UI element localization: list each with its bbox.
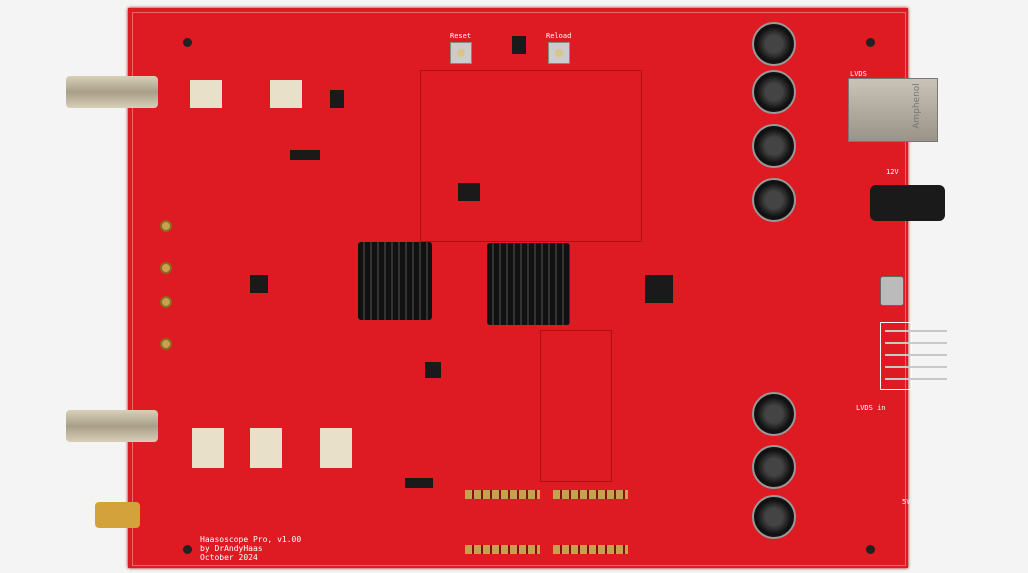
ic-chip	[425, 362, 441, 378]
mount-hole	[866, 545, 875, 554]
ic-chip	[290, 150, 320, 160]
ic-chip	[405, 478, 433, 488]
trace-region	[420, 70, 642, 242]
reset-button[interactable]	[450, 42, 472, 64]
adc-heatsink	[358, 242, 432, 320]
dc-power-jack[interactable]	[870, 185, 945, 221]
lvds-in-label: LVDS in	[856, 404, 886, 412]
amphenol-logo: Amphenol	[911, 83, 922, 129]
sma-connector[interactable]	[95, 502, 140, 528]
trace-region	[540, 330, 612, 482]
reload-button[interactable]	[548, 42, 570, 64]
bnc-connector-ch1[interactable]	[66, 76, 158, 108]
pad	[160, 338, 172, 350]
ic-chip	[330, 90, 344, 108]
inductor	[752, 22, 796, 66]
12v-label: 12V	[886, 168, 899, 176]
board-date: October 2024	[200, 553, 258, 562]
reload-label: Reload	[546, 32, 572, 40]
usb-c-port[interactable]	[880, 276, 904, 306]
reset-label: Reset	[450, 32, 472, 40]
board-outline	[132, 12, 906, 566]
board-author: by DrAndyHaas	[200, 544, 263, 553]
ic-chip	[458, 183, 480, 201]
5v-label: 5V	[902, 498, 911, 506]
relay	[190, 80, 222, 108]
inductor	[752, 392, 796, 436]
relay	[270, 80, 302, 108]
inductor	[752, 70, 796, 114]
gpio-header[interactable]	[553, 545, 628, 554]
fpga-heatsink	[487, 243, 570, 325]
inductor	[752, 445, 796, 489]
mount-hole	[183, 38, 192, 47]
board-title: Haasoscope Pro, v1.00	[200, 535, 302, 544]
ic-chip	[512, 36, 526, 54]
mount-hole	[866, 38, 875, 47]
board-credits: Haasoscope Pro, v1.00 by DrAndyHaas Octo…	[200, 535, 301, 562]
mount-hole	[183, 545, 192, 554]
ic-chip	[645, 275, 673, 303]
rj45-connector[interactable]: Amphenol	[848, 78, 938, 142]
relay	[250, 428, 282, 468]
gpio-header[interactable]	[465, 490, 540, 499]
bnc-connector-ch2[interactable]	[66, 410, 158, 442]
gpio-header[interactable]	[553, 490, 628, 499]
gpio-header[interactable]	[465, 545, 540, 554]
inductor	[752, 495, 796, 539]
pad	[160, 220, 172, 232]
ic-chip	[250, 275, 268, 293]
pad	[160, 262, 172, 274]
relay	[320, 428, 352, 468]
pad	[160, 296, 172, 308]
lvds-out-label: LVDS	[850, 70, 867, 78]
inductor	[752, 178, 796, 222]
right-angle-pin-header[interactable]	[885, 330, 947, 380]
relay	[192, 428, 224, 468]
inductor	[752, 124, 796, 168]
